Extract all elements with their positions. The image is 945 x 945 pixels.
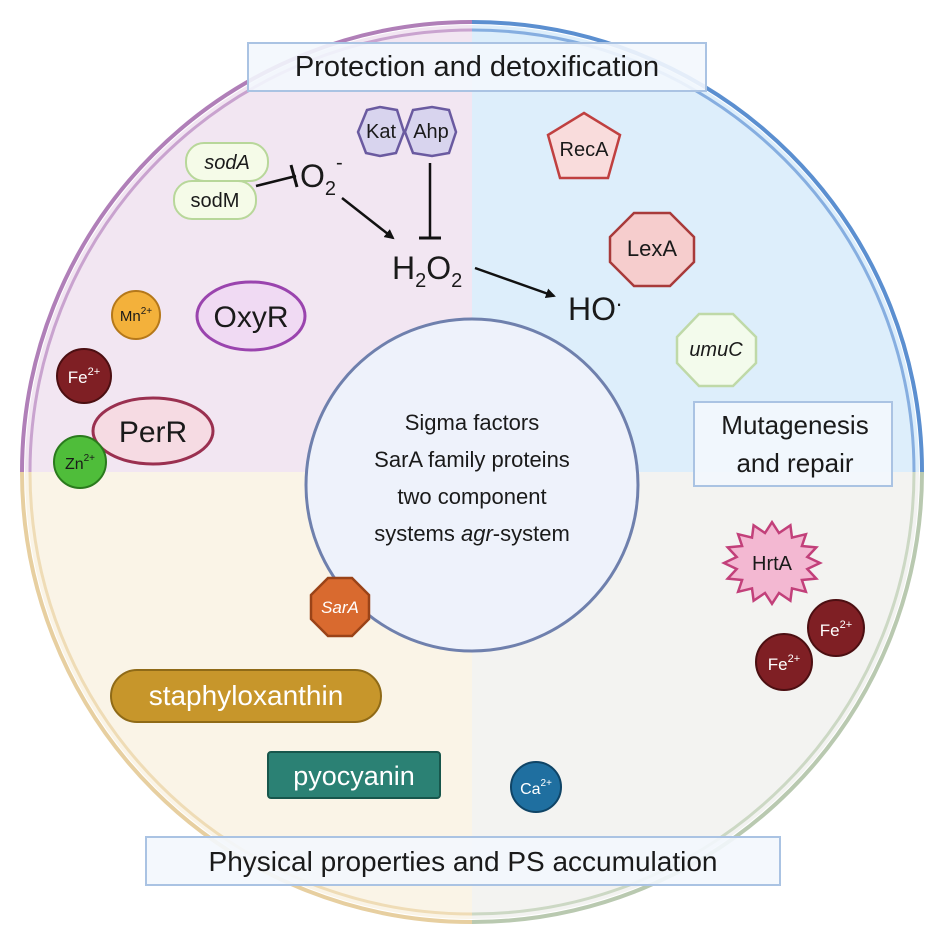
- center-line-agr: systems agr-system: [374, 521, 570, 546]
- inhibit-line-sod: [255, 174, 297, 188]
- staphyloxanthin-pill: [110, 669, 382, 723]
- fe-ion-left: Fe2+: [56, 348, 112, 404]
- hrtA-label: HrtA: [752, 553, 793, 575]
- perR-group: PerR: [91, 396, 215, 466]
- center-line-two-component: two component: [397, 484, 546, 509]
- ca-label: Ca2+: [520, 778, 552, 798]
- fe-right-lower-label: Fe2+: [768, 653, 800, 674]
- ahp-hexagon: [403, 105, 458, 158]
- section-label-physical: Physical properties and PS accumulation: [209, 846, 718, 877]
- pyocyanin-label: pyocyanin: [293, 761, 415, 791]
- ring-arc-top-left: [20, 20, 473, 473]
- sarA-octagon: [309, 576, 371, 638]
- hrtA-group: HrtA: [721, 519, 823, 607]
- perR-label: PerR: [119, 416, 187, 449]
- mn-ion: Mn2+: [111, 290, 161, 340]
- ahp-label: Ahp: [413, 121, 449, 143]
- recA-group: RecA: [546, 111, 622, 180]
- fe-left-label: Fe2+: [68, 366, 100, 387]
- sodA-label: sodA: [204, 152, 250, 174]
- staphyloxanthin-group: staphyloxanthin: [110, 669, 382, 723]
- mn-label: Mn2+: [120, 306, 152, 325]
- recA-label: RecA: [560, 139, 610, 161]
- section-label-protection: Protection and detoxification: [295, 51, 659, 83]
- zn-label: Zn2+: [65, 453, 95, 473]
- oxyR-label: OxyR: [214, 301, 289, 334]
- center-line-sara: SarA family proteins: [374, 447, 570, 472]
- hrtA-starburst: [721, 519, 823, 607]
- center-line-sigma: Sigma factors: [405, 410, 540, 435]
- lexA-octagon: [608, 211, 696, 288]
- fe-ion-right-lower: Fe2+: [755, 633, 813, 691]
- sodM-label: sodM: [191, 190, 240, 212]
- kat-hexagon: [356, 105, 406, 158]
- ring-arc-bottom-left: [20, 471, 473, 924]
- hydrogen-peroxide: H2O2: [392, 250, 462, 292]
- section-title-bottom: Physical properties and PS accumulation: [145, 836, 781, 886]
- umuC-group: umuC: [675, 312, 758, 388]
- center-circle: Sigma factors SarA family proteins two c…: [304, 317, 640, 653]
- kat-ahp-group: Kat Ahp: [356, 105, 458, 240]
- section-label-repair: and repair: [736, 448, 853, 478]
- ring-arc-top-right: [471, 20, 924, 473]
- staphyloxanthin-label: staphyloxanthin: [149, 680, 344, 711]
- superoxide: O2-: [300, 152, 343, 200]
- oxyR-group: OxyR: [195, 280, 307, 352]
- inhibit-bar-sod: [289, 164, 299, 188]
- sarA-label: SarA: [321, 598, 359, 617]
- ring-arc-bottom-right-inner: [471, 471, 916, 916]
- section-title-right: Mutagenesis and repair: [693, 401, 893, 487]
- pyocyanin-box: [267, 751, 441, 799]
- oxyR-ellipse: [195, 280, 307, 352]
- recA-pentagon: [546, 111, 622, 180]
- ca-ion: Ca2+: [510, 761, 562, 813]
- section-title-top: Protection and detoxification: [247, 42, 707, 92]
- fe-ion-right-upper: Fe2+: [807, 599, 865, 657]
- fe-right-upper-label: Fe2+: [820, 619, 852, 640]
- sarA-group: SarA: [309, 576, 371, 638]
- arrow-h2o2-to-ho: [474, 266, 556, 299]
- lexA-label: LexA: [627, 236, 677, 261]
- perR-ellipse: [91, 396, 215, 466]
- kat-label: Kat: [366, 121, 396, 143]
- ring-arc-bottom-right: [471, 471, 924, 924]
- sodA-sodM-group: sodA sodM: [173, 142, 299, 220]
- superoxide-symbol: O2-: [300, 152, 343, 200]
- section-label-mutagenesis: Mutagenesis: [721, 410, 868, 440]
- zn-ion: Zn2+: [53, 435, 107, 489]
- hydroxyl-radical: HO.: [568, 286, 622, 327]
- arrow-o2-to-h2o2: [341, 197, 395, 240]
- sodM-pill: [173, 180, 257, 220]
- lexA-group: LexA: [608, 211, 696, 288]
- umuC-label: umuC: [689, 339, 743, 361]
- umuC-octagon: [675, 312, 758, 388]
- pyocyanin-group: pyocyanin: [267, 751, 441, 799]
- ring-arc-bottom-left-inner: [28, 471, 473, 916]
